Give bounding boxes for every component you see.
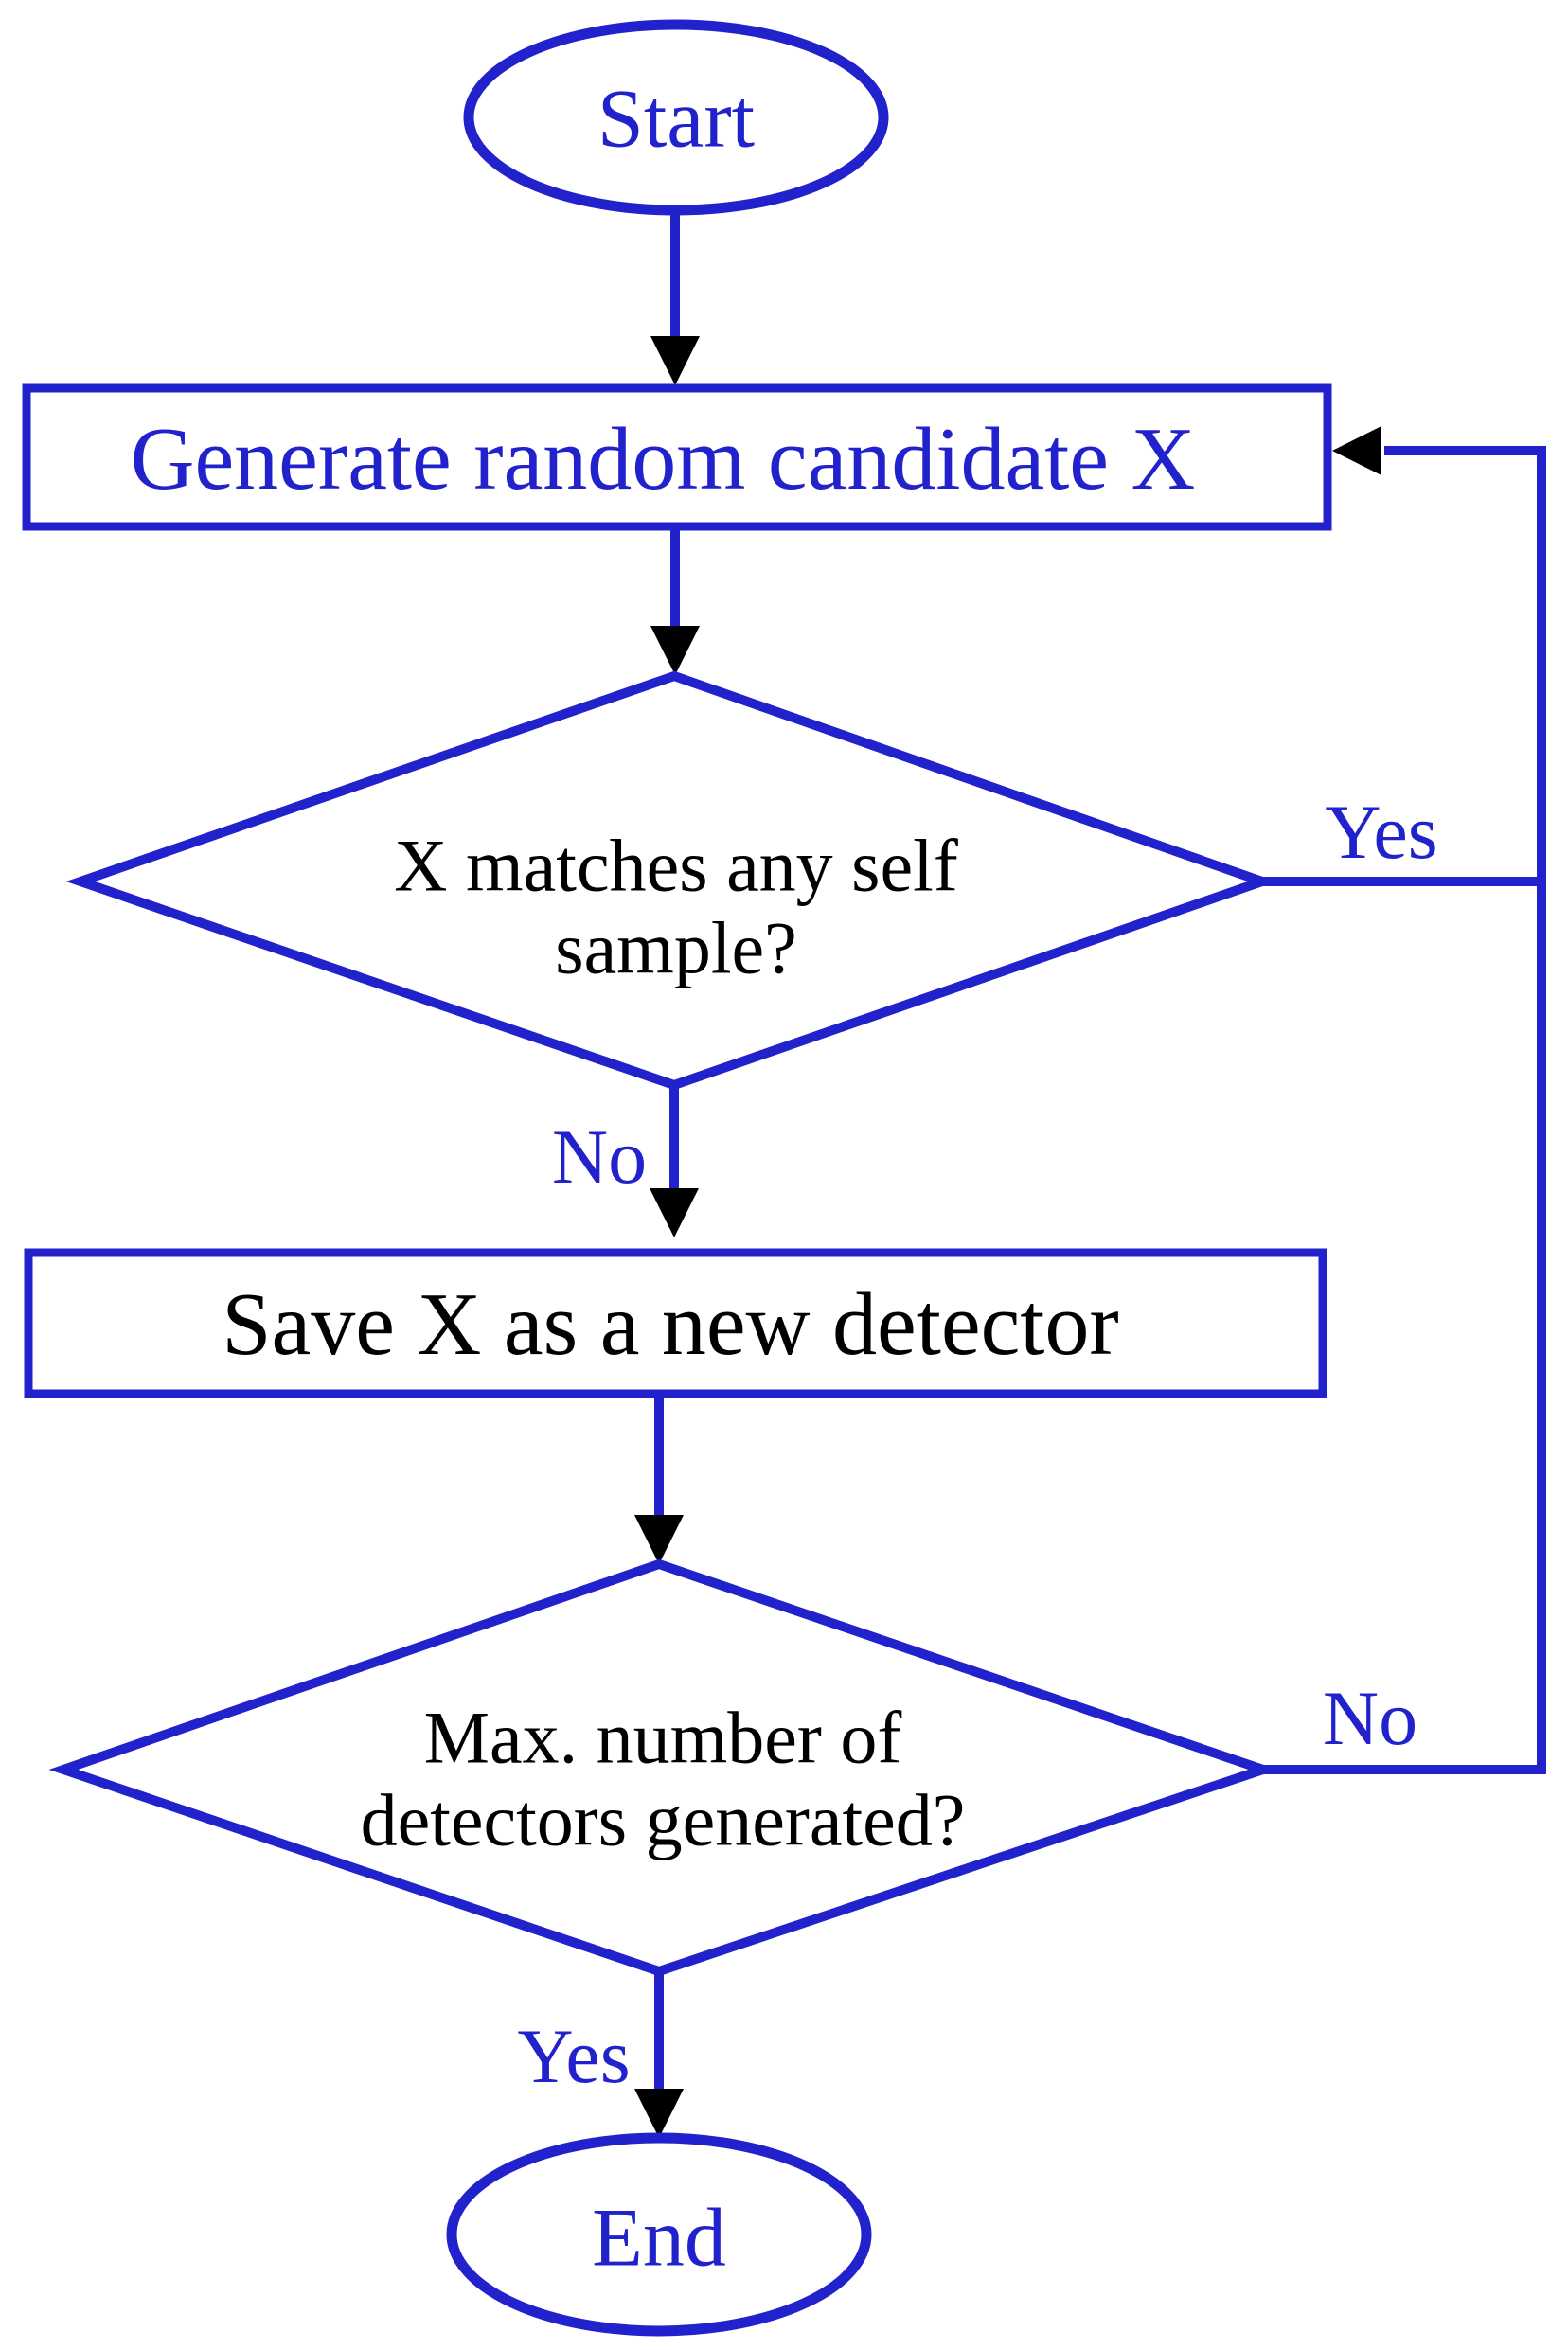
generate-rect [22, 383, 1332, 531]
start-ellipse [463, 19, 889, 216]
match-label: X matches any self sample? [394, 824, 958, 989]
match-yes-label: Yes [1325, 789, 1438, 875]
start-label: Start [597, 73, 756, 166]
arrowhead-down-icon [650, 336, 700, 385]
max-yes-label: Yes [517, 2013, 631, 2099]
max-diamond [48, 1558, 1278, 1977]
arrowhead-down-icon [650, 1188, 699, 1237]
save-label: Save X as a new detector [222, 1275, 1119, 1374]
arrowhead-left-icon [1332, 426, 1381, 475]
end-label: End [592, 2192, 726, 2285]
arrowhead-down-icon [634, 1515, 684, 1564]
max-no-label: No [1322, 1675, 1418, 1761]
end-ellipse [446, 2132, 872, 2337]
match-diamond [65, 670, 1277, 1091]
arrowhead-down-icon [634, 2089, 684, 2138]
generate-label: Generate random candidate X [130, 410, 1196, 508]
edge-max-no-loop [1263, 446, 1546, 1774]
match-no-label: No [551, 1113, 648, 1200]
max-label: Max. number of detectors generated? [360, 1696, 966, 1861]
save-rect [24, 1248, 1327, 1398]
arrowhead-down-icon [650, 626, 700, 675]
